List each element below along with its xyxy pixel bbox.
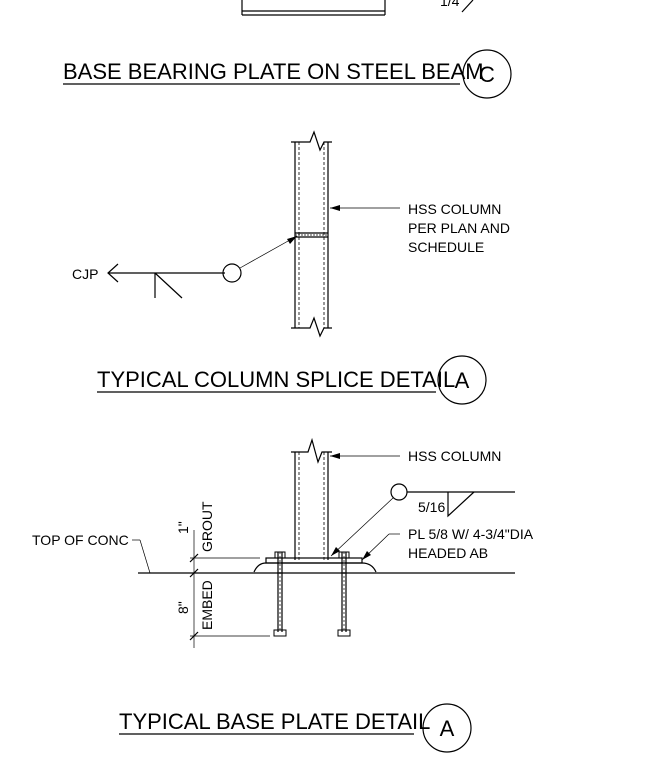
hss-column-note: HSS COLUMN bbox=[408, 448, 501, 464]
weld-size-fragment: 1/4 bbox=[440, 0, 460, 9]
column-splice-tag-circle bbox=[437, 355, 487, 405]
weld-size-note: 5/16 bbox=[418, 499, 445, 515]
anchor-bolt-right bbox=[337, 551, 351, 637]
base-plate-tag: A bbox=[440, 716, 455, 741]
column-splice-title: TYPICAL COLUMN SPLICE DETAIL bbox=[97, 367, 455, 392]
base-plate-title-block: TYPICAL BASE PLATE DETAIL A bbox=[119, 703, 472, 753]
hss-column-note-line1: HSS COLUMN bbox=[408, 201, 501, 217]
detail-c-tag: C bbox=[479, 62, 495, 87]
anchor-bolt-left bbox=[273, 551, 287, 637]
detail-c-title-block: BASE BEARING PLATE ON STEEL BEAM C bbox=[63, 49, 512, 99]
embed-dimension: 8" bbox=[175, 601, 191, 614]
detail-c-title: BASE BEARING PLATE ON STEEL BEAM bbox=[63, 59, 484, 84]
detail-c-tag-circle bbox=[462, 49, 512, 99]
column-splice-notes: HSS COLUMN PER PLAN AND SCHEDULE CJP bbox=[72, 201, 510, 282]
grout-dimension: 1" bbox=[175, 521, 191, 534]
column-splice-drawing bbox=[107, 130, 400, 338]
top-of-conc-note: TOP OF CONC bbox=[32, 532, 129, 548]
column-splice-title-block: TYPICAL COLUMN SPLICE DETAIL A bbox=[97, 355, 487, 405]
plate-note-line2: HEADED AB bbox=[408, 545, 488, 561]
embed-label: EMBED bbox=[199, 580, 215, 630]
base-plate-title: TYPICAL BASE PLATE DETAIL bbox=[119, 709, 430, 734]
base-plate-tag-circle bbox=[422, 703, 472, 753]
hss-column-note-line2: PER PLAN AND bbox=[408, 220, 510, 236]
plate-note-line1: PL 5/8 W/ 4-3/4"DIA bbox=[408, 526, 534, 542]
grout-label: GROUT bbox=[199, 501, 215, 552]
cjp-weld-note: CJP bbox=[72, 266, 98, 282]
column-splice-tag: A bbox=[455, 368, 470, 393]
base-plate-notes: HSS COLUMN 5/16 PL 5/8 W/ 4-3/4"DIA HEAD… bbox=[32, 448, 534, 630]
detail-c-fragment: 1/4 bbox=[241, 0, 474, 16]
hss-column-note-line3: SCHEDULE bbox=[408, 239, 484, 255]
base-plate-drawing bbox=[132, 437, 515, 648]
